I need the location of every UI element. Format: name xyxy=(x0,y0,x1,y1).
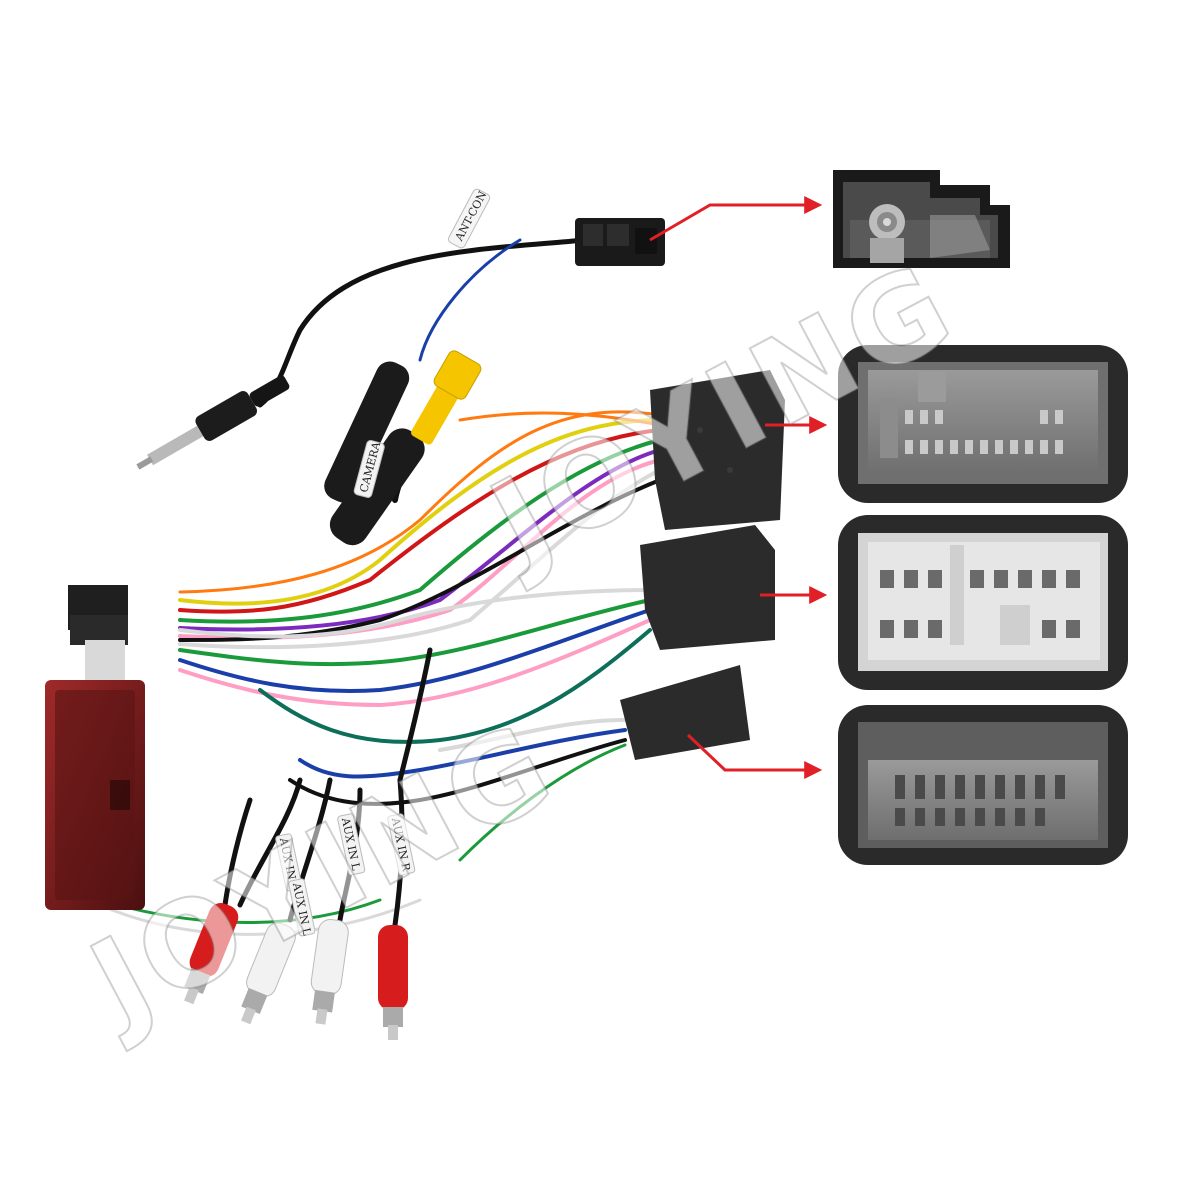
aux-tag-4: AUX IN R xyxy=(387,813,416,876)
foam-connector-top xyxy=(650,370,785,530)
camera-rca-plug xyxy=(411,350,482,445)
aux-tag-3: AUX IN L xyxy=(337,813,366,876)
foam-connector-middle xyxy=(640,525,775,650)
arrow-antenna xyxy=(649,196,823,242)
antenna-cable xyxy=(257,237,588,408)
rca-plug-white-2 xyxy=(310,918,349,1025)
detail-antenna-connector xyxy=(833,170,1010,268)
rca-plug-red-2 xyxy=(378,925,408,1040)
head-unit-plug xyxy=(68,585,128,680)
filter-tube-1 xyxy=(324,361,410,503)
detail-connector-bottom xyxy=(838,705,1128,865)
detail-connector-middle xyxy=(838,515,1128,690)
amp-module xyxy=(45,680,145,910)
foam-connector-bottom xyxy=(620,665,750,760)
rca-cable-1 xyxy=(237,777,303,908)
arrow-bottom xyxy=(686,733,823,779)
filter-tube-2 xyxy=(329,428,425,546)
callout-arrows xyxy=(649,196,828,779)
antenna-blue-wire xyxy=(418,238,522,362)
wire-bundle xyxy=(98,237,662,936)
rca-plug-white-1 xyxy=(241,922,296,1025)
ant-con-tag: ANT-CON xyxy=(447,189,491,249)
detail-connector-top xyxy=(838,345,1128,503)
rca-plug-red-1 xyxy=(184,903,239,1005)
antenna-male-plug xyxy=(136,375,290,470)
antenna-plug xyxy=(575,218,665,266)
